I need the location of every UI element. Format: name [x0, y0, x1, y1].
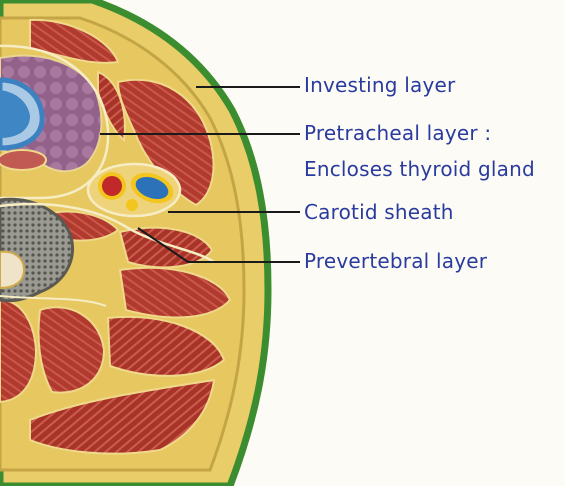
common-carotid-artery-lumen — [102, 176, 122, 196]
vagus-nerve — [126, 199, 138, 211]
prevertebral-layer-label: Prevertebral layer — [304, 248, 487, 274]
esophagus — [0, 150, 46, 170]
thyroid-enclosure-label: Encloses thyroid gland — [304, 156, 535, 182]
investing-layer-label: Investing layer — [304, 72, 455, 98]
carotid-sheath-label: Carotid sheath — [304, 199, 454, 225]
pretracheal-layer-label: Pretracheal layer : — [304, 120, 491, 146]
